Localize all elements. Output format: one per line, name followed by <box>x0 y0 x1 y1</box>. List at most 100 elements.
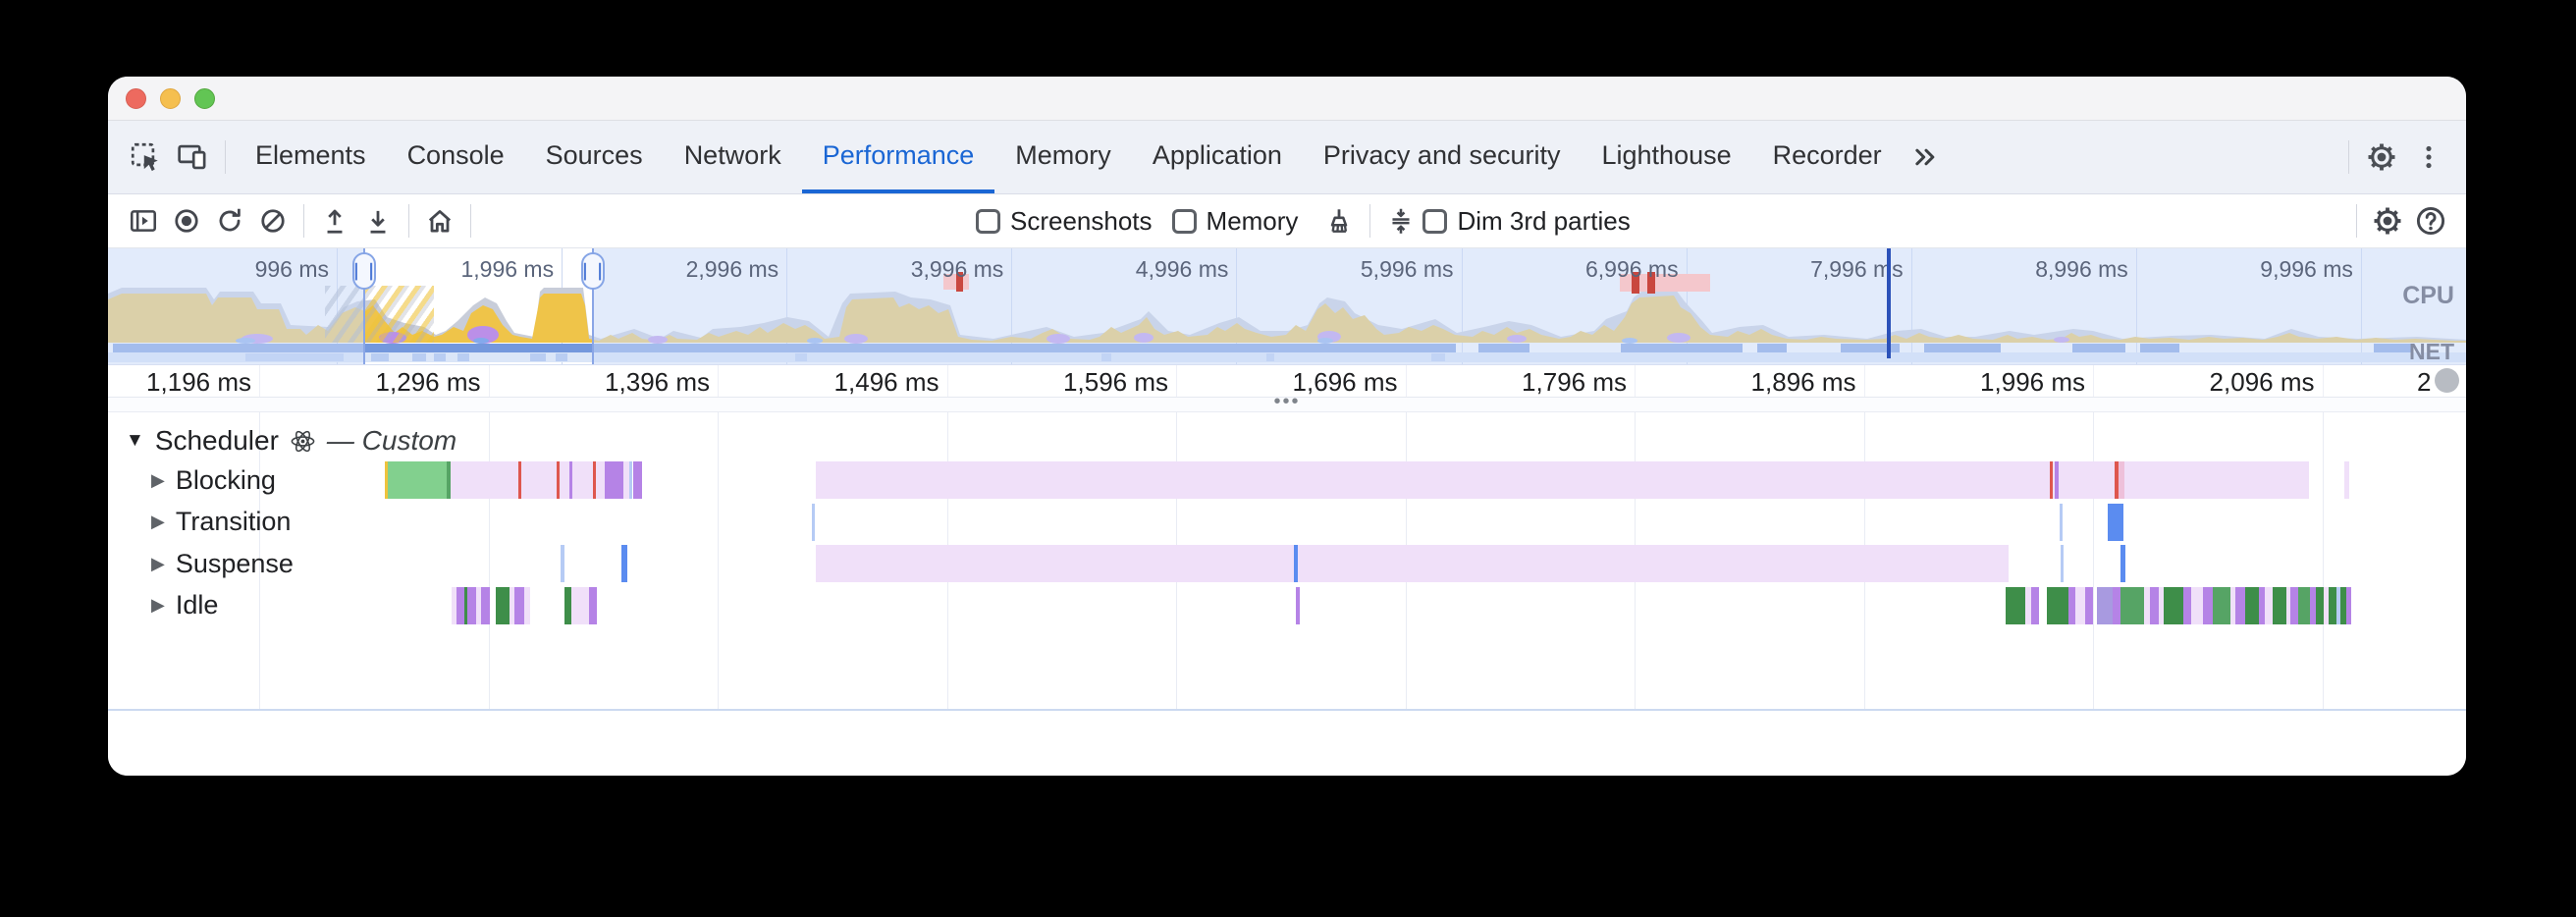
flame-bar[interactable] <box>2144 586 2150 624</box>
gear-icon[interactable] <box>2358 132 2405 183</box>
flame-bar[interactable] <box>564 586 571 624</box>
flame-bar[interactable] <box>571 586 589 624</box>
flame-bar[interactable] <box>2108 503 2123 541</box>
flame-bar[interactable] <box>452 586 456 624</box>
flame-bar[interactable] <box>2344 461 2349 499</box>
flame-bar[interactable] <box>514 586 524 624</box>
flame-bar[interactable] <box>2340 586 2346 624</box>
flame-bar[interactable] <box>518 461 521 499</box>
flame-bar[interactable] <box>2164 586 2183 624</box>
flame-bar[interactable] <box>2183 586 2191 624</box>
flame-bar[interactable] <box>2230 586 2235 624</box>
playhead-line[interactable] <box>1887 248 1891 358</box>
gc-brush-icon[interactable] <box>1317 199 1361 243</box>
flame-bar[interactable] <box>2336 586 2340 624</box>
collapse-icon[interactable] <box>1379 199 1422 243</box>
flame-bar[interactable] <box>476 586 481 624</box>
tab-lighthouse[interactable]: Lighthouse <box>1601 139 1732 170</box>
flame-bar[interactable] <box>605 461 623 499</box>
download-icon[interactable] <box>356 199 400 243</box>
flame-bar[interactable] <box>2159 586 2164 624</box>
flame-bar[interactable] <box>2075 586 2085 624</box>
flame-bar[interactable] <box>569 461 572 499</box>
flame-bar[interactable] <box>623 461 629 499</box>
device-toolbar-icon[interactable] <box>169 132 216 183</box>
flame-bar[interactable] <box>2031 586 2039 624</box>
flame-bar[interactable] <box>593 461 596 499</box>
track-row-idle[interactable]: ▶Idle <box>151 585 218 626</box>
flame-bar[interactable] <box>2150 586 2159 624</box>
flame-bar[interactable] <box>2316 586 2324 624</box>
flame-bar[interactable] <box>481 586 490 624</box>
flame-bar[interactable] <box>2120 545 2125 582</box>
flame-bar[interactable] <box>2006 586 2025 624</box>
flame-bar[interactable] <box>1296 586 1300 624</box>
selection-handle-right-line[interactable] <box>592 248 594 364</box>
flame-bar[interactable] <box>561 545 564 582</box>
flame-bar[interactable] <box>2298 586 2310 624</box>
tab-sources[interactable]: Sources <box>545 139 643 170</box>
flame-bar[interactable] <box>1298 545 2009 582</box>
flame-bar[interactable] <box>2310 586 2316 624</box>
tab-performance[interactable]: Performance <box>801 121 995 193</box>
flame-bar[interactable] <box>621 545 627 582</box>
flame-bar[interactable] <box>2213 586 2230 624</box>
upload-icon[interactable] <box>313 199 356 243</box>
home-icon[interactable] <box>418 199 461 243</box>
track-row-blocking[interactable]: ▶Blocking <box>151 459 276 501</box>
zoom-window-button[interactable] <box>194 87 215 109</box>
flame-bar[interactable] <box>451 461 605 499</box>
flame-bar[interactable] <box>2290 586 2298 624</box>
track-row-transition[interactable]: ▶Transition <box>151 502 291 543</box>
flame-bar[interactable] <box>2203 586 2213 624</box>
screenshots-checkbox[interactable] <box>976 208 1000 234</box>
reload-icon[interactable] <box>208 199 251 243</box>
flame-bar[interactable] <box>2191 586 2203 624</box>
record-icon[interactable] <box>165 199 208 243</box>
sidebar-toggle-icon[interactable] <box>122 199 165 243</box>
memory-checkbox[interactable] <box>1171 208 1197 234</box>
flame-bar[interactable] <box>447 461 451 499</box>
flame-bar[interactable] <box>816 461 2309 499</box>
flame-bar[interactable] <box>510 586 514 624</box>
flame-bar[interactable] <box>2113 586 2120 624</box>
tab-network[interactable]: Network <box>683 139 781 170</box>
flame-bar[interactable] <box>2346 586 2351 624</box>
flame-bar[interactable] <box>2235 586 2245 624</box>
flame-bar[interactable] <box>2068 586 2075 624</box>
pane-resize-handle[interactable]: ••• <box>108 391 2466 412</box>
flame-bar[interactable] <box>2060 503 2063 541</box>
flame-bar[interactable] <box>2329 586 2336 624</box>
flame-bar[interactable] <box>456 586 464 624</box>
flame-bar[interactable] <box>464 586 467 624</box>
flame-bar[interactable] <box>2115 461 2119 499</box>
flame-bar[interactable] <box>812 503 815 541</box>
minimize-window-button[interactable] <box>160 87 181 109</box>
dim-3rd-parties-checkbox[interactable] <box>1422 208 1448 234</box>
flame-bar[interactable] <box>2324 586 2329 624</box>
kebab-menu-icon[interactable] <box>2405 132 2452 183</box>
flame-bar[interactable] <box>2273 586 2286 624</box>
flame-bar[interactable] <box>2259 586 2265 624</box>
flame-bar[interactable] <box>1294 545 1298 582</box>
flame-bar[interactable] <box>2061 545 2064 582</box>
flame-bar[interactable] <box>2286 586 2290 624</box>
selection-handle-left-line[interactable] <box>363 248 365 364</box>
help-icon[interactable] <box>2409 199 2452 243</box>
tab-recorder[interactable]: Recorder <box>1772 139 1882 170</box>
track-row-suspense[interactable]: ▶Suspense <box>151 543 294 584</box>
tab-privacy-and-security[interactable]: Privacy and security <box>1322 139 1561 170</box>
flame-bar[interactable] <box>388 461 447 499</box>
flame-bar[interactable] <box>633 461 642 499</box>
flame-bar[interactable] <box>467 586 476 624</box>
scrollbar-thumb[interactable] <box>2435 368 2459 393</box>
flame-bar[interactable] <box>589 586 597 624</box>
flame-bar[interactable] <box>2055 461 2059 499</box>
tab-console[interactable]: Console <box>406 139 505 170</box>
selection-handle-left[interactable]: ❘❘ <box>349 252 378 290</box>
flame-bar[interactable] <box>2119 461 2124 499</box>
flame-bar[interactable] <box>385 461 388 499</box>
flame-bar[interactable] <box>557 461 560 499</box>
